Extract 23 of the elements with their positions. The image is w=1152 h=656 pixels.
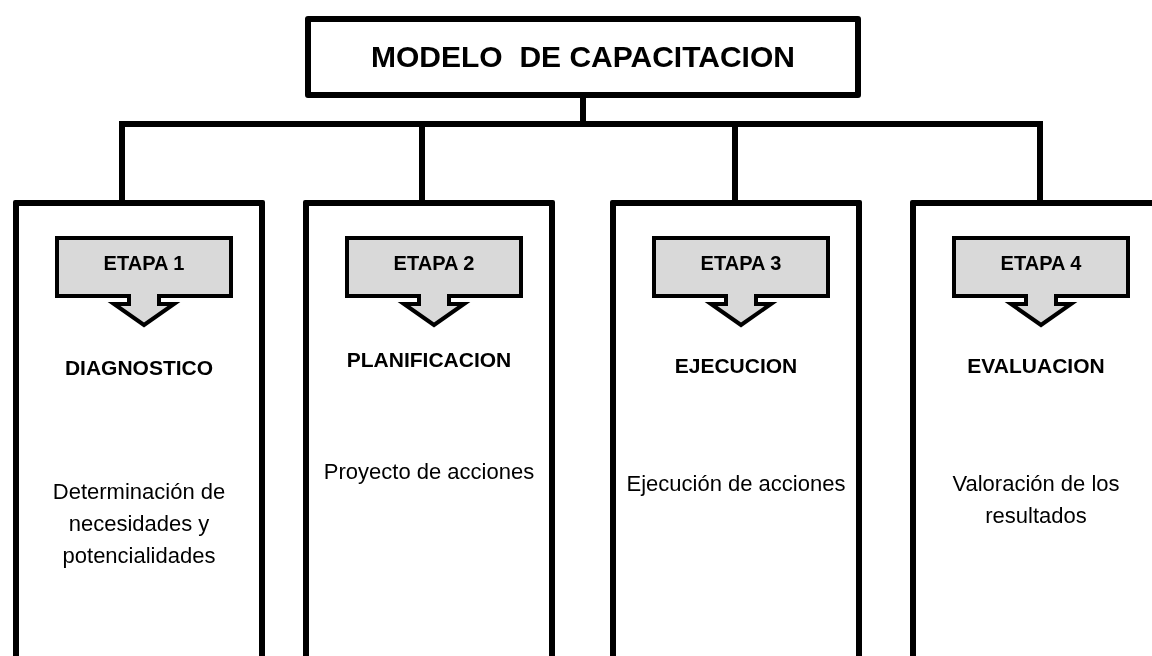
stage-column xyxy=(610,200,862,656)
stage-column xyxy=(910,200,1152,656)
stage-label: ETAPA 3 xyxy=(699,252,783,275)
stage-callout xyxy=(55,236,233,328)
connector-line xyxy=(580,98,1043,200)
stage-callout xyxy=(345,236,523,328)
stage-heading: EVALUACION xyxy=(966,354,1106,378)
stage-description: Determinación de necesidades y potencialidades xyxy=(51,478,227,570)
stage-callout xyxy=(652,236,830,328)
stage-callout xyxy=(952,236,1130,328)
stage-description: Valoración de los resultados xyxy=(951,470,1121,530)
stage-heading: PLANIFICACION xyxy=(345,348,513,372)
stage-column xyxy=(13,200,265,656)
title-box xyxy=(305,16,861,98)
stage-column xyxy=(303,200,555,656)
stage-label: ETAPA 2 xyxy=(392,252,476,275)
stage-heading: DIAGNOSTICO xyxy=(63,356,215,380)
stage-label: ETAPA 1 xyxy=(102,252,186,275)
title-text: MODELO DE CAPACITACION xyxy=(371,40,795,74)
stage-label: ETAPA 4 xyxy=(999,252,1083,275)
stage-description: Proyecto de acciones xyxy=(322,458,536,486)
stage-description: Ejecución de acciones xyxy=(626,470,846,498)
stage-heading: EJECUCION xyxy=(673,354,799,378)
